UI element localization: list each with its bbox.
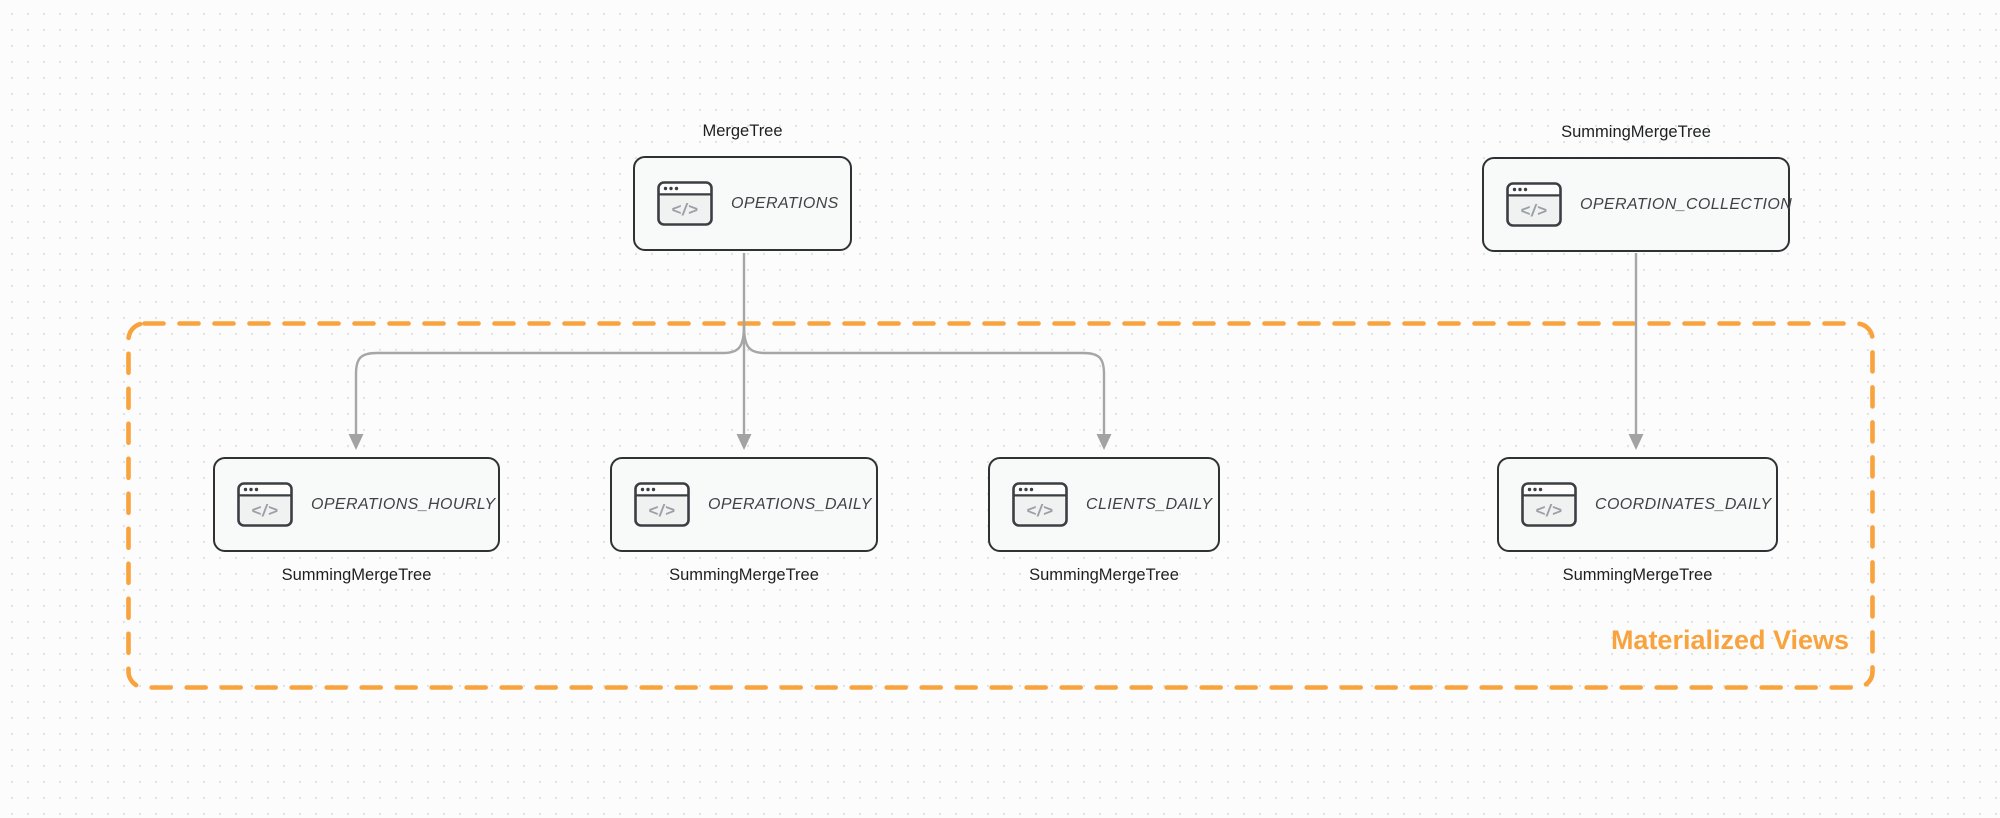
node-group-operations-hourly: </> OPERATIONS_HOURLY SummingMergeTree	[213, 457, 500, 584]
node-title: OPERATIONS_DAILY	[708, 495, 872, 513]
engine-label: SummingMergeTree	[1561, 123, 1711, 141]
code-window-icon: </>	[1521, 482, 1577, 527]
arrowhead-icon	[1096, 434, 1112, 450]
code-window-icon: </>	[1506, 182, 1562, 227]
svg-text:</>: </>	[1535, 501, 1563, 520]
svg-text:</>: </>	[648, 501, 676, 520]
node-operations-daily[interactable]: </> OPERATIONS_DAILY	[610, 457, 878, 552]
engine-label: SummingMergeTree	[669, 566, 819, 584]
arrowhead-icon	[736, 434, 752, 450]
engine-label: MergeTree	[702, 122, 783, 140]
node-group-operation-collection: SummingMergeTree </> OPERATION_COLLECTIO…	[1482, 123, 1793, 252]
node-title: OPERATIONS	[731, 194, 839, 212]
code-window-icon: </>	[237, 482, 293, 527]
engine-label: SummingMergeTree	[281, 566, 432, 584]
node-group-operations: MergeTree </> OPERATIONS	[633, 122, 852, 251]
arrowhead-icon	[1628, 434, 1644, 450]
materialized-views-frame	[126, 321, 1875, 690]
node-title: CLIENTS_DAILY	[1086, 495, 1213, 513]
engine-label: SummingMergeTree	[1562, 566, 1713, 584]
code-window-icon: </>	[634, 482, 690, 527]
engine-label: SummingMergeTree	[1029, 566, 1179, 584]
node-coordinates-daily[interactable]: </> COORDINATES_DAILY	[1497, 457, 1778, 552]
edge-operations-to-clients-daily	[742, 324, 1106, 436]
node-group-coordinates-daily: </> COORDINATES_DAILY SummingMergeTree	[1497, 457, 1778, 584]
node-operations[interactable]: </> OPERATIONS	[633, 156, 852, 251]
svg-text:</>: </>	[671, 200, 699, 219]
svg-text:</>: </>	[1520, 201, 1548, 220]
edge-operations-to-operations-hourly	[354, 324, 746, 436]
svg-text:</>: </>	[1026, 501, 1054, 520]
node-title: OPERATIONS_HOURLY	[311, 495, 496, 513]
node-operations-hourly[interactable]: </> OPERATIONS_HOURLY	[213, 457, 500, 552]
node-title: OPERATION_COLLECTION	[1580, 195, 1793, 213]
code-window-icon: </>	[657, 181, 713, 226]
arrowhead-icon	[348, 434, 364, 450]
materialized-views-label: Materialized Views	[1610, 625, 1850, 655]
svg-text:</>: </>	[251, 501, 279, 520]
node-title: COORDINATES_DAILY	[1595, 495, 1772, 513]
node-group-operations-daily: </> OPERATIONS_DAILY SummingMergeTree	[610, 457, 878, 584]
code-window-icon: </>	[1012, 482, 1068, 527]
node-operation-collection[interactable]: </> OPERATION_COLLECTION	[1482, 157, 1793, 252]
node-group-clients-daily: </> CLIENTS_DAILY SummingMergeTree	[988, 457, 1220, 584]
node-clients-daily[interactable]: </> CLIENTS_DAILY	[988, 457, 1220, 552]
